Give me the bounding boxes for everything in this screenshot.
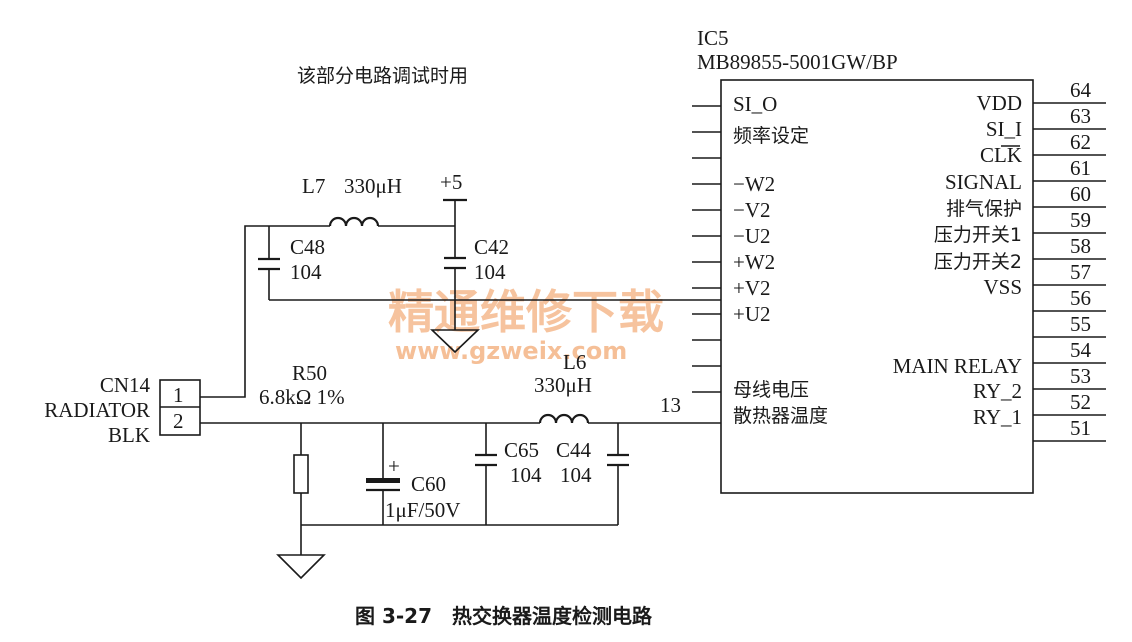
ic-pin-label: 母线电压 [733, 379, 809, 401]
inductor-l6 [538, 413, 590, 424]
ic-pin-label: 压力开关1 [934, 224, 1022, 246]
ground-symbol-lower [276, 554, 326, 580]
ground-symbol-upper [430, 329, 480, 354]
l6-value: 330μH [534, 373, 592, 397]
ic-pin-label: RY_2 [973, 379, 1022, 403]
ic-pin-label: RY_1 [973, 405, 1022, 429]
cn14-pin-2: 2 [173, 409, 184, 433]
upper-filter-wiring [200, 200, 721, 398]
ic-pin-label: VDD [977, 91, 1023, 115]
ic-pin-number: 60 [1070, 182, 1091, 206]
ic-pin-number: 13 [660, 393, 681, 417]
ic-pin-number: 64 [1070, 78, 1092, 102]
ic-pin-label: SIGNAL [945, 170, 1022, 194]
ic-pin-label: SI_O [733, 92, 777, 116]
l7-value: 330μH [344, 174, 402, 198]
c65-ref: C65 [504, 438, 539, 462]
ic-pin-label: MAIN RELAY [893, 354, 1022, 378]
ic-pin-label: VSS [983, 275, 1022, 299]
r50-ref: R50 [292, 361, 327, 385]
ic-part-number: MB89855-5001GW/BP [697, 50, 898, 74]
c48-value: 104 [290, 260, 322, 284]
ic-pin-number: 52 [1070, 390, 1091, 414]
ic-pin-label: +W2 [733, 250, 775, 274]
ic-pin-number: 51 [1070, 416, 1091, 440]
ic-pin-label: CLK [980, 143, 1022, 167]
cn14-ref: CN14 [100, 373, 151, 397]
ic-pin-label: 压力开关2 [934, 251, 1022, 273]
ic-pin-label: 散热器温度 [733, 405, 828, 427]
ic-pin-number: 53 [1070, 364, 1091, 388]
c60-polarity: + [388, 454, 400, 478]
ic-pin-label: +U2 [733, 302, 771, 326]
ic-pin-label: 频率设定 [733, 125, 809, 147]
c60-value: 1μF/50V [385, 498, 460, 522]
c42-ref: C42 [474, 235, 509, 259]
ic-ref: IC5 [697, 26, 729, 50]
watermark-text: 精通维修下载 [388, 285, 664, 339]
ic-pin-label: +V2 [733, 276, 771, 300]
capacitor-c42 [444, 256, 466, 270]
capacitor-c44 [607, 453, 629, 467]
r50-value: 6.8kΩ 1% [259, 385, 345, 409]
ic-pin-number: 58 [1070, 234, 1091, 258]
ic-pin-number: 54 [1070, 338, 1092, 362]
ic-body [720, 79, 1034, 494]
l6-ref: L6 [563, 350, 586, 374]
ic-pin-number: 57 [1070, 260, 1091, 284]
lower-circuit-wiring [200, 422, 721, 555]
capacitor-c60 [366, 478, 400, 492]
ic-pin-label: −V2 [733, 198, 771, 222]
figure-caption: 图 3-27 热交换器温度检测电路 [355, 604, 653, 628]
ic-pin-number: 59 [1070, 208, 1091, 232]
c44-ref: C44 [556, 438, 592, 462]
l7-ref: L7 [302, 174, 325, 198]
ic-pin-label: −W2 [733, 172, 775, 196]
ic-pin-label: SI_I [986, 117, 1022, 141]
watermark-url: www.gzweix.com [395, 337, 627, 365]
c48-ref: C48 [290, 235, 325, 259]
capacitor-c65 [475, 453, 497, 467]
ic-right-pins [1033, 102, 1106, 442]
ic-pin-label: −U2 [733, 224, 771, 248]
c44-value: 104 [560, 463, 592, 487]
c65-value: 104 [510, 463, 542, 487]
ic-left-pins [692, 105, 721, 393]
c42-value: 104 [474, 260, 506, 284]
ic-pin-number: 61 [1070, 156, 1091, 180]
ic-pin-number: 63 [1070, 104, 1091, 128]
inductor-l7 [328, 216, 380, 227]
debug-note: 该部分电路调试时用 [297, 65, 468, 87]
ic-pin-label: 排气保护 [946, 198, 1022, 220]
resistor-r50 [293, 454, 309, 494]
ic-pin-number: 55 [1070, 312, 1091, 336]
ic-pin-number: 56 [1070, 286, 1091, 310]
c60-ref: C60 [411, 472, 446, 496]
cn14-name-2: BLK [108, 423, 150, 447]
cn14-name-1: RADIATOR [44, 398, 150, 422]
capacitor-c48 [258, 257, 280, 271]
ic-pin-number: 62 [1070, 130, 1091, 154]
cn14-pin-1: 1 [173, 383, 184, 407]
vcc-label: +5 [440, 170, 462, 194]
